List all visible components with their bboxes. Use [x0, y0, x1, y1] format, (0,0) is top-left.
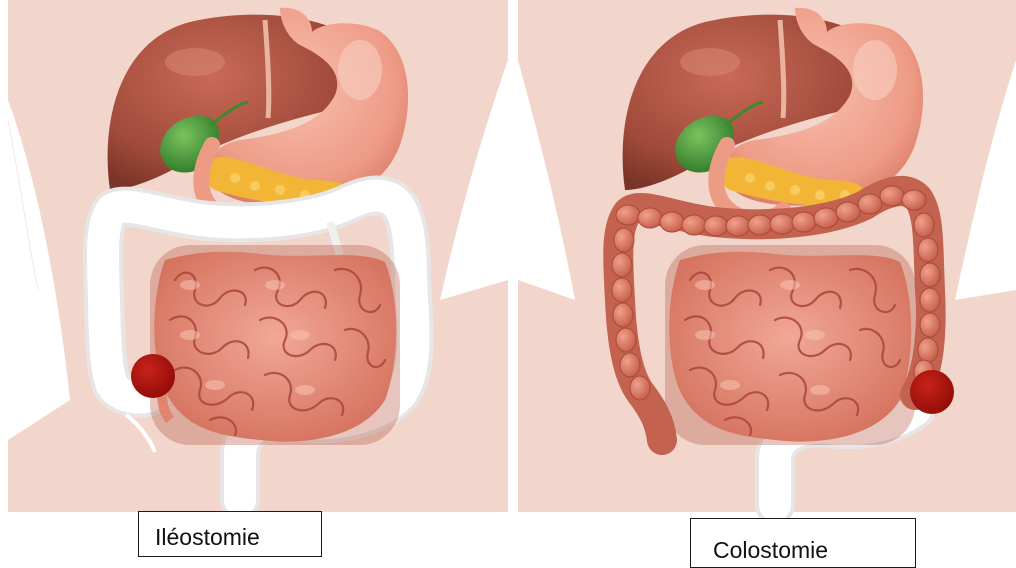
- ileostomy-label: Iléostomie: [138, 511, 322, 557]
- colostomy-panel: [518, 0, 1016, 512]
- small-intestine: [150, 245, 400, 445]
- colostomy-label-text: Colostomie: [713, 537, 828, 563]
- ileostomy-label-text: Iléostomie: [155, 524, 260, 550]
- colostomy-label: Colostomie: [690, 518, 916, 568]
- stoma: [131, 354, 175, 398]
- stoma: [910, 370, 954, 414]
- small-intestine: [665, 245, 915, 445]
- ileostomy-panel: [8, 0, 508, 512]
